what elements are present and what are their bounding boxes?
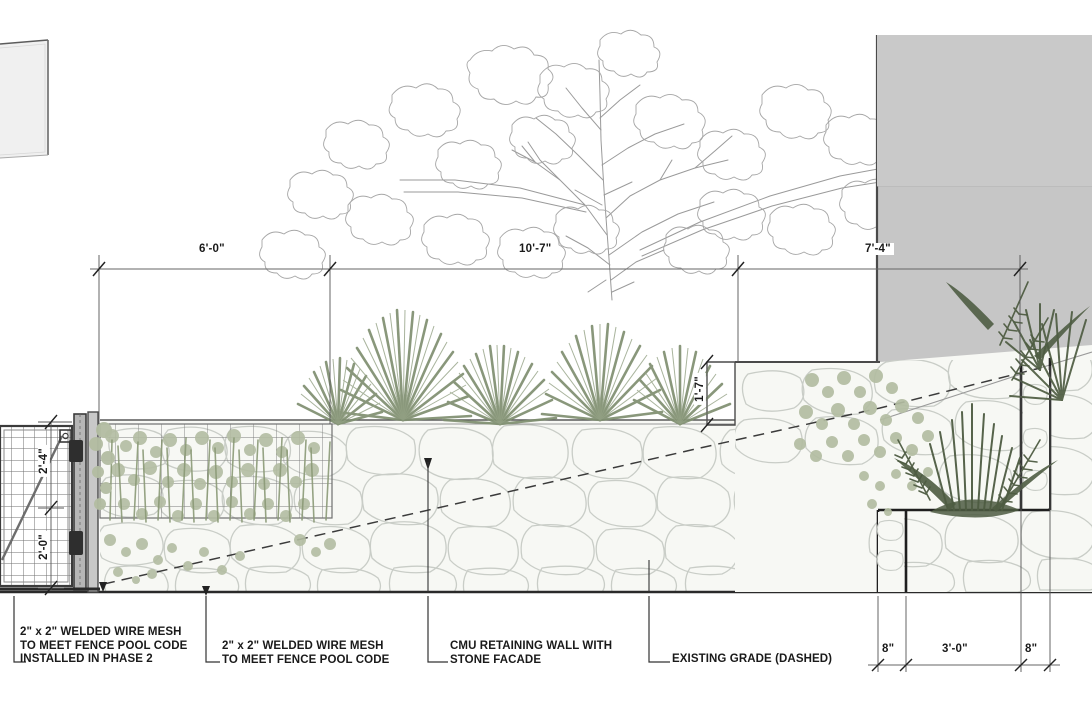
- note-existing-grade: EXISTING GRADE (DASHED): [672, 653, 832, 667]
- note-line: INSTALLED IN PHASE 2: [20, 653, 153, 665]
- building-left-panel: [0, 39, 49, 159]
- dim-inner-1: 1'-7": [693, 373, 706, 405]
- note-line: TO MEET FENCE POOL CODE: [222, 653, 390, 666]
- dim-left-1: 2'-4": [37, 445, 50, 477]
- trailing-vine-foliage-right: [794, 369, 934, 516]
- dim-left-2: 2'-0": [37, 531, 50, 563]
- note-welded-wire-mesh-phase-2: 2" x 2" WELDED WIRE MESH TO MEET FENCE P…: [20, 626, 187, 667]
- note-line: CMU RETAINING WALL WITH: [450, 640, 613, 652]
- shrub-mass-near-gate: [89, 422, 115, 510]
- dim-bottom-3: 8": [1022, 643, 1041, 655]
- note-line: 2" x 2" WELDED WIRE MESH: [222, 640, 384, 652]
- note-welded-wire-mesh: 2" x 2" WELDED WIRE MESH TO MEET FENCE P…: [222, 640, 389, 667]
- note-line: 2" x 2" WELDED WIRE MESH: [20, 626, 182, 638]
- trailing-vine-foliage-left: [104, 429, 336, 584]
- note-cmu-retaining-wall: CMU RETAINING WALL WITH STONE FACADE: [450, 640, 612, 667]
- note-line: STONE FACADE: [450, 653, 542, 666]
- note-line: TO MEET FENCE POOL CODE: [20, 639, 188, 652]
- dim-top-2: 10'-7": [516, 243, 555, 255]
- note-line: EXISTING GRADE (DASHED): [672, 653, 833, 665]
- dim-bottom-2: 3'-0": [939, 643, 971, 655]
- dim-bottom-1: 8": [879, 643, 898, 655]
- stepped-planter-wall-fill: [878, 370, 1049, 592]
- palmetto-right-upper: [1005, 303, 1087, 401]
- gate-leaf: [0, 424, 74, 588]
- dim-top-1: 6'-0": [196, 243, 228, 255]
- dim-top-3: 7'-4": [862, 243, 894, 255]
- building-right-block: [875, 35, 1092, 411]
